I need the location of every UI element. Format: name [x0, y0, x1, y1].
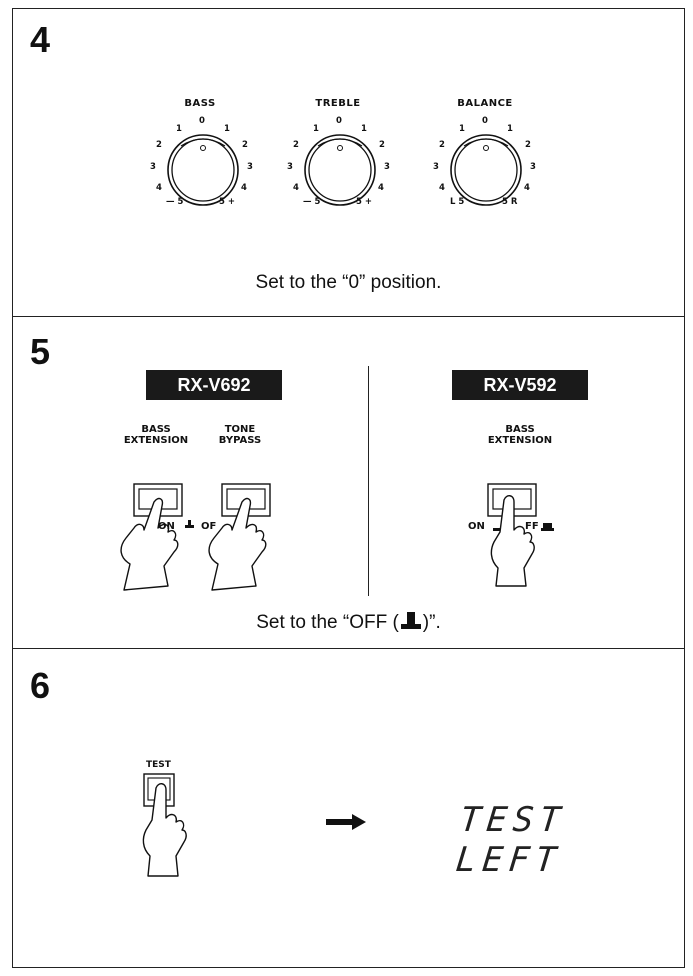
balance-tick-0: 0	[482, 116, 488, 126]
bass-tick-l4: 4	[156, 183, 162, 193]
bass-tick-l3: 3	[150, 162, 156, 172]
bass-tick-r2: 2	[242, 140, 248, 150]
step-number-4: 4	[30, 19, 51, 60]
v592-state-on: ON	[468, 521, 485, 532]
test-button-illustration[interactable]	[140, 772, 220, 882]
bass-knob[interactable]	[163, 130, 243, 210]
rx-v692-buttons-illustration	[120, 483, 271, 591]
instruction-frame	[12, 8, 685, 968]
bass-extension-label-v592: BASS EXTENSION	[487, 424, 553, 446]
treble-tick-l1: 1	[313, 124, 319, 134]
balance-tick-r5: 5 R	[502, 197, 518, 207]
step-number-5: 5	[30, 331, 51, 372]
model-badge-rx-v692: RX-V692	[146, 370, 282, 400]
push-lock-off-icon	[400, 612, 421, 629]
balance-tick-l1: 1	[459, 124, 465, 134]
balance-tick-r4: 4	[524, 183, 530, 193]
tone-bypass-label: TONE BYPASS	[218, 424, 262, 446]
treble-tick-0: 0	[336, 116, 342, 126]
treble-tick-l3: 3	[287, 162, 293, 172]
balance-tick-l5: L 5	[450, 197, 465, 207]
test-button-label: TEST	[146, 760, 171, 770]
arrow-right-icon	[326, 814, 366, 830]
model-badge-rx-v592: RX-V592	[452, 370, 588, 400]
knob-title-bass: BASS	[184, 98, 216, 109]
treble-tick-r3: 3	[384, 162, 390, 172]
treble-tick-l2: 2	[293, 140, 299, 150]
section-divider	[12, 316, 685, 317]
knob-title-treble: TREBLE	[315, 98, 361, 109]
treble-tick-l5: — 5	[303, 197, 321, 207]
treble-tick-r5: 5 +	[356, 197, 372, 207]
tone-bypass-state: OF	[201, 521, 217, 532]
bass-tick-l2: 2	[156, 140, 162, 150]
balance-knob[interactable]	[446, 130, 526, 210]
balance-tick-r2: 2	[525, 140, 531, 150]
step5-caption: Set to the “OFF ()”.	[256, 612, 441, 633]
knob-title-balance: BALANCE	[457, 98, 513, 109]
balance-tick-r1: 1	[507, 124, 513, 134]
bass-tick-r3: 3	[247, 162, 253, 172]
section-divider	[12, 648, 685, 649]
bass-tick-l1: 1	[176, 124, 182, 134]
display-readout: TEST LEFT	[453, 800, 569, 880]
bass-tick-r1: 1	[224, 124, 230, 134]
treble-tick-r4: 4	[378, 183, 384, 193]
bass-tick-r4: 4	[241, 183, 247, 193]
treble-tick-r2: 2	[379, 140, 385, 150]
balance-tick-l4: 4	[439, 183, 445, 193]
treble-knob[interactable]	[300, 130, 380, 210]
model-separator	[368, 366, 369, 596]
balance-tick-r3: 3	[530, 162, 536, 172]
bass-tick-r5: 5 +	[219, 197, 235, 207]
v592-state-off: FF	[525, 521, 539, 532]
step-number-6: 6	[30, 665, 51, 706]
balance-tick-l2: 2	[439, 140, 445, 150]
step4-caption: Set to the “0” position.	[255, 272, 442, 293]
bass-extension-state: ON	[158, 521, 175, 532]
bass-extension-label: BASS EXTENSION	[123, 424, 189, 446]
rx-v592-button-illustration	[487, 483, 554, 587]
treble-tick-l4: 4	[293, 183, 299, 193]
bass-tick-l5: — 5	[166, 197, 184, 207]
balance-tick-l3: 3	[433, 162, 439, 172]
treble-tick-r1: 1	[361, 124, 367, 134]
bass-tick-0: 0	[199, 116, 205, 126]
